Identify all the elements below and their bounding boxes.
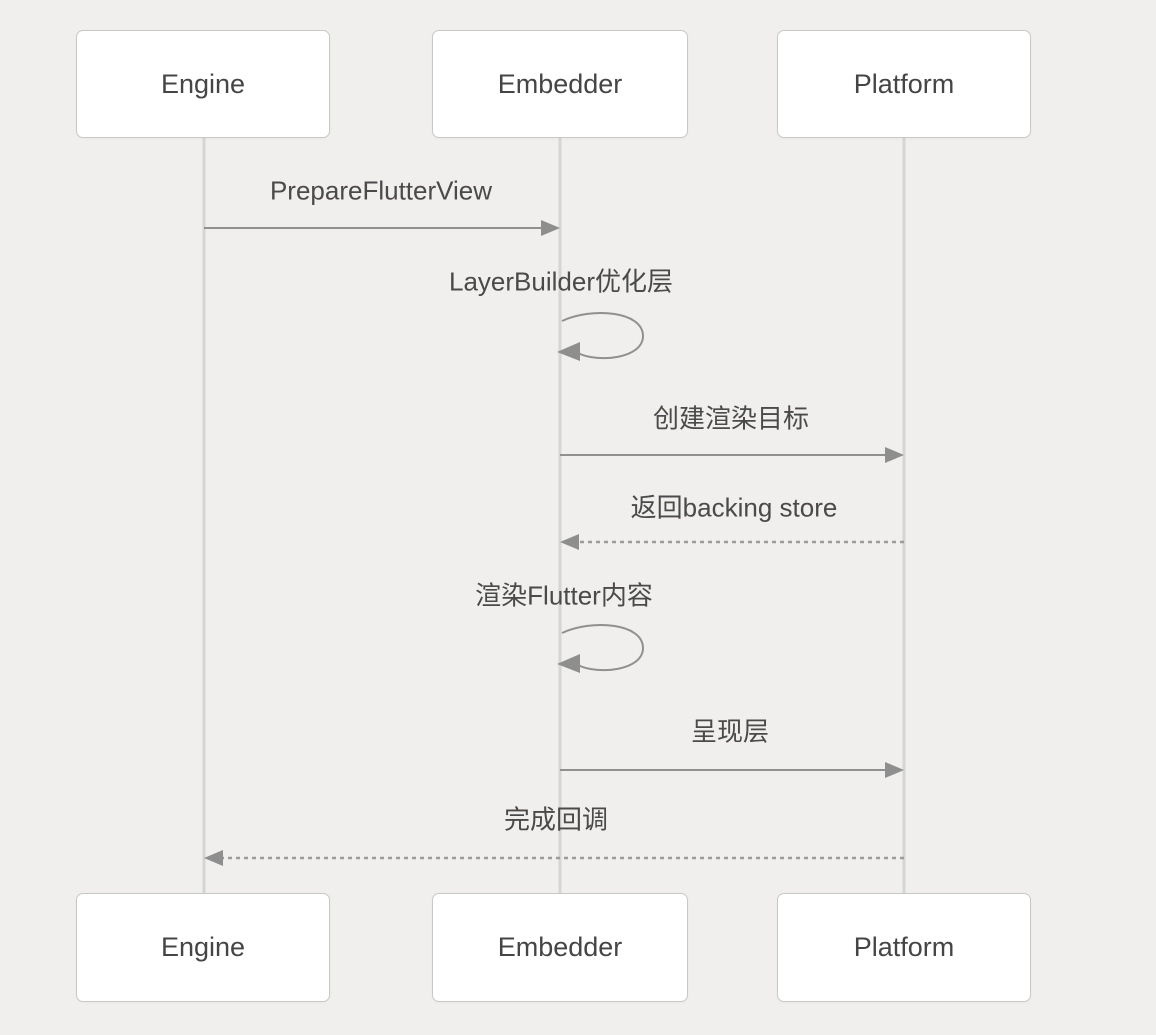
actor-box-platform-bottom: Platform bbox=[777, 893, 1031, 1002]
message-label-create-render-target: 创建渲染目标 bbox=[652, 403, 810, 434]
message-label-layerbuilder: LayerBuilder优化层 bbox=[449, 266, 673, 297]
arrowhead-right-icon bbox=[885, 762, 904, 778]
message-label-return-backing-store: 返回backing store bbox=[630, 492, 838, 523]
arrowhead-right-icon bbox=[541, 220, 560, 236]
arrowhead-left-icon bbox=[204, 850, 223, 866]
arrowhead-left-icon bbox=[557, 342, 580, 361]
message-label-present-layer: 呈现层 bbox=[690, 716, 770, 747]
arrowhead-right-icon bbox=[885, 447, 904, 463]
arrowhead-left-icon bbox=[560, 534, 579, 550]
self-loop-layerbuilder bbox=[561, 312, 645, 360]
self-loop-render-flutter bbox=[561, 624, 645, 672]
actor-box-engine-bottom: Engine bbox=[76, 893, 330, 1002]
actor-box-engine-top: Engine bbox=[76, 30, 330, 138]
message-label-render-flutter: 渲染Flutter内容 bbox=[475, 580, 653, 611]
message-label-completion-callback: 完成回调 bbox=[503, 804, 609, 835]
actor-box-embedder-top: Embedder bbox=[432, 30, 688, 138]
actor-box-platform-top: Platform bbox=[777, 30, 1031, 138]
message-label-prepareflutterview: PrepareFlutterView bbox=[269, 175, 493, 206]
arrowhead-left-icon bbox=[557, 654, 580, 673]
actor-box-embedder-bottom: Embedder bbox=[432, 893, 688, 1002]
